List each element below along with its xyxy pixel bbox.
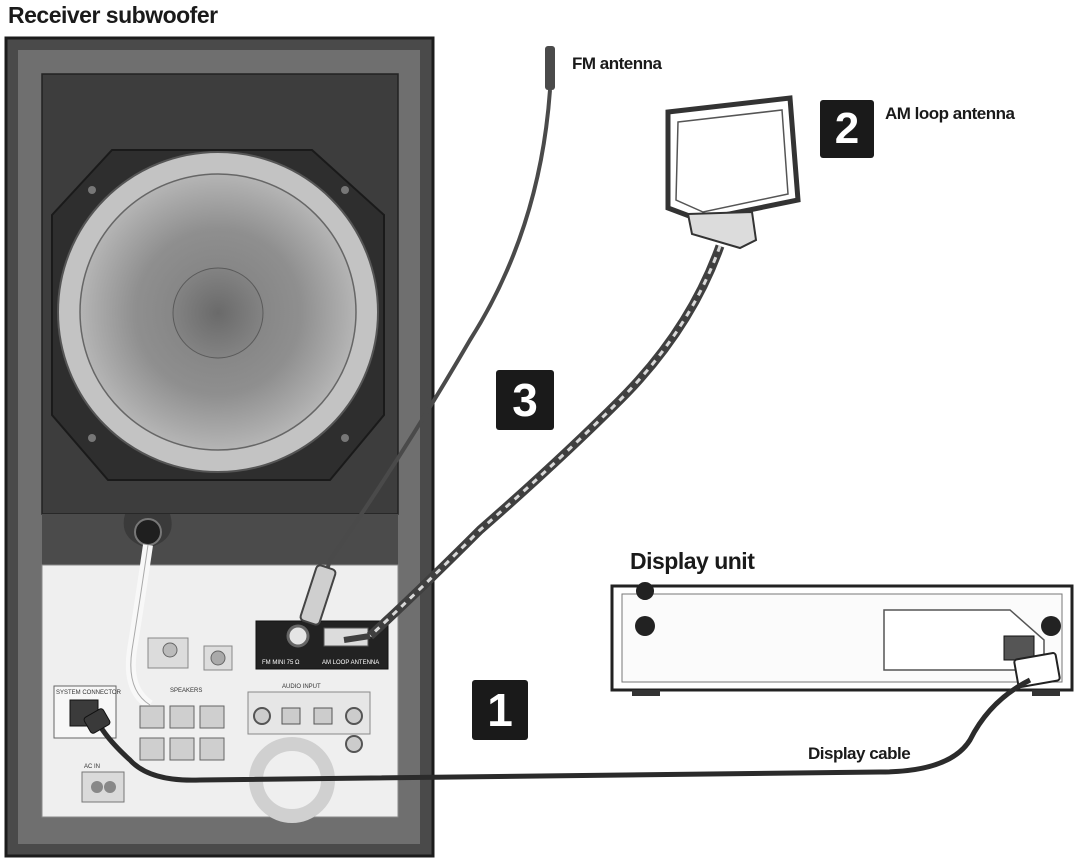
speaker-terminal: [199, 705, 225, 729]
display-unit: [610, 582, 1074, 696]
voltage-knob: [210, 650, 226, 666]
display-unit-label: Display unit: [630, 548, 755, 574]
screw: [341, 434, 349, 442]
audio-jack: [345, 735, 363, 753]
fm-jack: [286, 624, 310, 648]
speaker-terminal: [169, 705, 195, 729]
fm-antenna-tip: [545, 46, 555, 90]
ac-pin: [91, 781, 103, 793]
fm-jack-label: FM MINI 75 Ω: [262, 660, 300, 666]
receiver-subwoofer: FM MINI 75 Ω AM LOOP ANTENNA SYSTEM CONN…: [4, 36, 435, 858]
step-3-badge: 3: [496, 370, 554, 430]
am-loop-antenna: [343, 95, 801, 643]
speakers-label: SPEAKERS: [170, 688, 202, 694]
switch-knob: [162, 642, 178, 658]
am-jack-label: AM LOOP ANTENNA: [322, 660, 379, 666]
receiver-subwoofer-label: Receiver subwoofer: [8, 2, 218, 28]
display-cable-plug: [83, 708, 111, 734]
am-loop: [665, 95, 801, 223]
display-foot: [632, 690, 660, 696]
fm-antenna-label: FM antenna: [572, 54, 662, 73]
ac-in-label: AC IN: [84, 764, 100, 770]
optical-jack: [281, 707, 301, 725]
step-1-badge: 1: [472, 680, 528, 740]
am-loop-stand: [686, 210, 758, 250]
step-2-badge: 2: [820, 100, 874, 158]
wall-mount-hole: [636, 582, 655, 634]
am-antenna-wire-twist: [368, 245, 722, 638]
speaker-terminal: [169, 737, 195, 761]
screw: [88, 434, 96, 442]
woofer-dustcap: [172, 267, 264, 359]
speaker-terminal: [199, 737, 225, 761]
display-cable-label: Display cable: [808, 744, 911, 763]
display-connector-port: [1003, 635, 1035, 661]
optical-jack: [313, 707, 333, 725]
bass-port: [134, 518, 162, 546]
am-loop-antenna-label: AM loop antenna: [885, 104, 1015, 123]
speaker-terminal: [139, 737, 165, 761]
screw: [88, 186, 96, 194]
audio-jack: [253, 707, 271, 725]
am-loop-inner: [675, 109, 789, 213]
fm-antenna-plug: [299, 564, 337, 626]
audio-input-label: AUDIO INPUT: [282, 684, 321, 690]
fm-antenna: [299, 46, 555, 626]
speaker-terminal: [139, 705, 165, 729]
audio-jack: [345, 707, 363, 725]
display-cable-wire: [97, 677, 1032, 783]
display-connector-plug: [1013, 652, 1061, 688]
wall-mount-hole: [635, 616, 655, 636]
port-cable-outline: [130, 544, 151, 706]
screw: [341, 186, 349, 194]
display-foot: [1032, 690, 1060, 696]
ac-pin: [104, 781, 116, 793]
fm-antenna-wire: [316, 89, 552, 601]
am-wire-end: [343, 633, 371, 643]
display-cable: [83, 677, 1032, 783]
system-connector-label: SYSTEM CONNECTOR: [56, 690, 122, 696]
wall-mount-hole: [1041, 616, 1061, 636]
